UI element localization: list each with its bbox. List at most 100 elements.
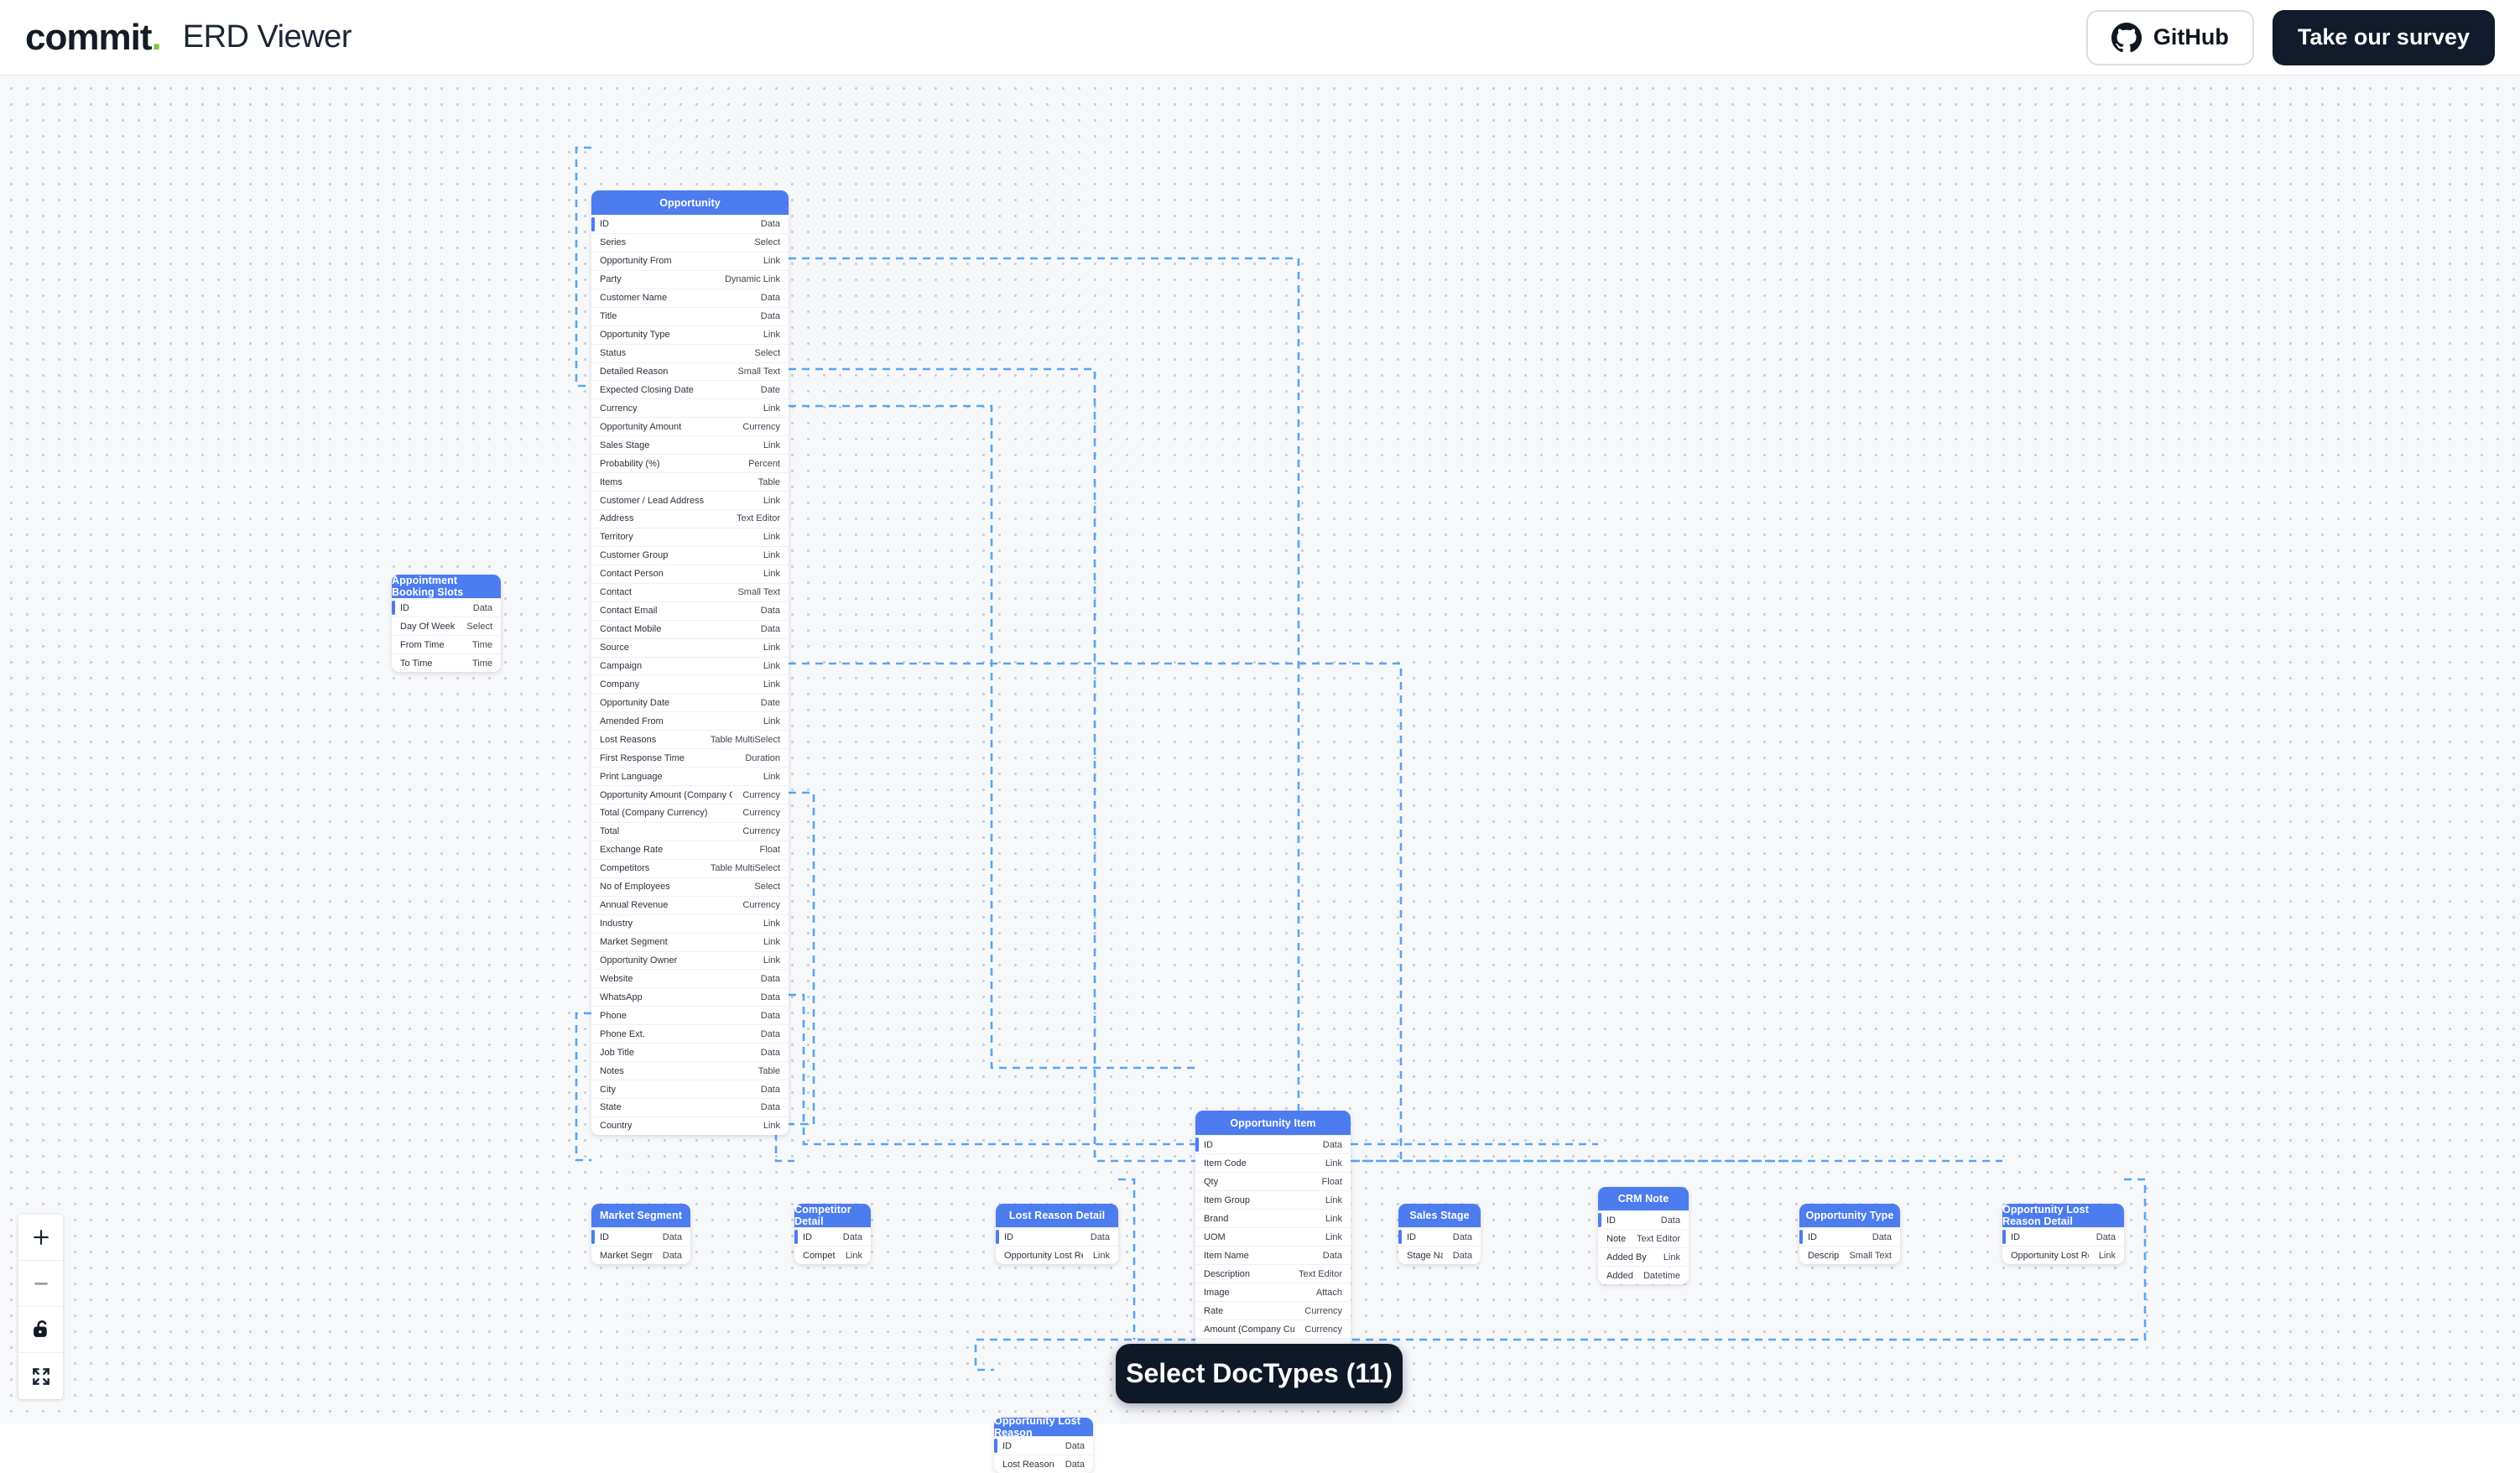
- doctype-node-title: Opportunity Type: [1799, 1204, 1900, 1227]
- field-type: Select: [754, 348, 780, 359]
- field-type: Link: [763, 660, 780, 671]
- field-type: Data: [760, 293, 780, 304]
- field-row: Job Title Data: [591, 1043, 789, 1062]
- field-label: Job Title: [600, 1047, 634, 1058]
- zoom-out-button[interactable]: [18, 1261, 63, 1307]
- field-label: Customer Group: [600, 550, 669, 561]
- select-doctypes-button[interactable]: Select DocTypes (11): [1116, 1344, 1403, 1403]
- opportunity-id-left-edge: [575, 146, 591, 388]
- field-label: Detailed Reason: [600, 366, 669, 377]
- field-type: Link: [763, 532, 780, 543]
- minus-icon: [30, 1273, 52, 1294]
- field-type: Text Editor: [737, 513, 780, 524]
- field-type: Text Editor: [1299, 1268, 1342, 1279]
- field-type: Attach: [1315, 1287, 1342, 1298]
- field-type: Link: [763, 330, 780, 341]
- github-button[interactable]: GitHub: [2085, 9, 2254, 65]
- doctype-node-title: Competitor Detail: [794, 1204, 871, 1227]
- field-label: Added By: [1606, 1252, 1647, 1262]
- field-label: ID: [2011, 1231, 2020, 1242]
- field-label: State: [600, 1102, 622, 1113]
- field-type: Data: [662, 1231, 682, 1242]
- field-label: Phone: [600, 1010, 627, 1021]
- field-type: Currency: [742, 808, 780, 819]
- github-icon: [2111, 22, 2142, 53]
- field-label: Notes: [600, 1065, 624, 1076]
- field-label: First Response Time: [600, 752, 685, 763]
- doctype-node-title: CRM Note: [1598, 1187, 1689, 1210]
- field-label: Company: [600, 679, 640, 690]
- fit-view-button[interactable]: [18, 1353, 63, 1399]
- field-type: Currency: [742, 826, 780, 837]
- lock-toggle-button[interactable]: [18, 1307, 63, 1353]
- zoom-in-button[interactable]: [18, 1215, 63, 1261]
- field-label: Country: [600, 1121, 633, 1132]
- field-type: Table MultiSelect: [710, 734, 780, 745]
- field-type: Small Text: [737, 587, 780, 598]
- field-type: Link: [763, 1121, 780, 1132]
- lost-reason-detail-edge: [1118, 1178, 1136, 1340]
- doctype-node-competitor-detail[interactable]: Competitor DetailIDDataCompetitorLink: [794, 1204, 871, 1264]
- doctype-node-title: Opportunity Item: [1195, 1111, 1351, 1135]
- top-bar: commit. ERD Viewer GitHub Take our surve…: [0, 0, 2520, 75]
- field-label: Territory: [600, 532, 633, 543]
- doctype-node-opportunity-type[interactable]: Opportunity TypeIDDataDescriptionSmall T…: [1799, 1204, 1900, 1264]
- field-row: Total Currency: [591, 821, 789, 841]
- field-type: Link: [1325, 1195, 1342, 1205]
- field-label: Item Name: [1204, 1250, 1249, 1261]
- notes-edge: [789, 993, 1598, 1146]
- field-label: Market Segment: [600, 937, 668, 948]
- field-type: Link: [1325, 1158, 1342, 1169]
- field-type: Percent: [748, 458, 780, 469]
- field-row: Notes Table: [591, 1061, 789, 1080]
- field-label: Currency: [600, 403, 638, 414]
- field-type: Table: [758, 476, 780, 487]
- field-label: Phone Ext.: [600, 1028, 645, 1039]
- field-type: Data: [472, 602, 492, 613]
- field-type: Link: [845, 1250, 862, 1261]
- field-label: Title: [600, 311, 617, 322]
- field-type: Table: [758, 1065, 780, 1076]
- field-row: Opportunity Lost ReasonLink: [2002, 1246, 2124, 1264]
- field-type: Link: [1325, 1213, 1342, 1224]
- field-label: Total: [600, 826, 620, 837]
- field-type: Link: [763, 550, 780, 561]
- field-label: Industry: [600, 919, 633, 929]
- field-type: Data: [1452, 1250, 1472, 1261]
- take-survey-button[interactable]: Take our survey: [2272, 9, 2495, 65]
- field-type: Link: [763, 919, 780, 929]
- field-type: Data: [760, 606, 780, 617]
- doctype-node-title: Appointment Booking Slots: [392, 575, 501, 598]
- field-row: Address Text Editor: [591, 509, 789, 528]
- field-label: ID: [600, 1231, 609, 1242]
- field-type: Data: [1090, 1231, 1110, 1242]
- field-label: Expected Closing Date: [600, 384, 694, 395]
- field-type: Data: [760, 1047, 780, 1058]
- field-label: ID: [803, 1231, 812, 1242]
- field-label: Address: [600, 513, 634, 524]
